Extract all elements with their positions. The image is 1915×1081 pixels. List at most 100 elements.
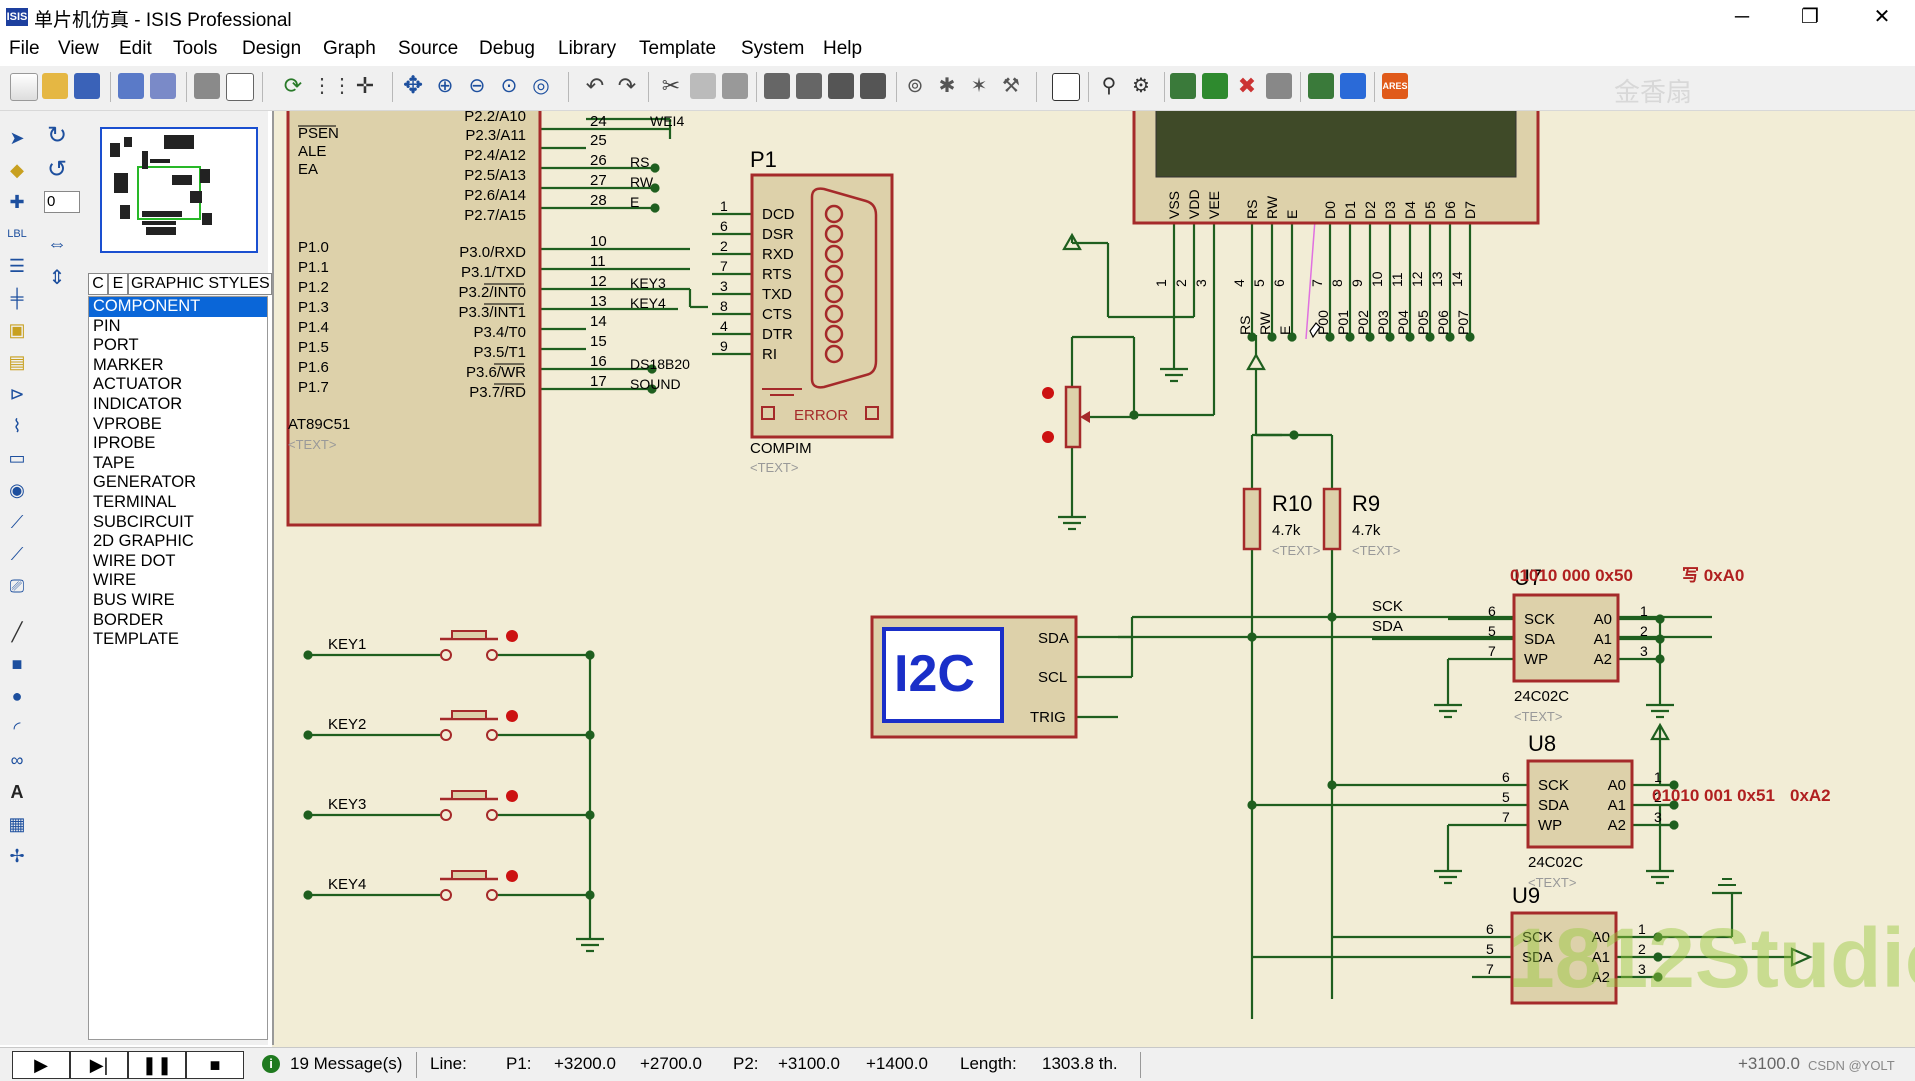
mirror-y-icon[interactable]: ⇕ bbox=[48, 267, 66, 289]
object-list-item[interactable]: TAPE bbox=[93, 453, 135, 472]
bom-icon[interactable] bbox=[1308, 73, 1334, 99]
menu-library[interactable]: Library bbox=[558, 38, 617, 59]
virtual-instrument-icon[interactable]: ⎚ bbox=[9, 576, 25, 596]
wire-autorouter-icon[interactable] bbox=[1052, 73, 1080, 101]
erc-icon[interactable] bbox=[1340, 73, 1366, 99]
object-list-item[interactable]: GENERATOR bbox=[93, 473, 196, 492]
graph-icon[interactable]: ⌇ bbox=[12, 416, 22, 436]
object-list-item[interactable]: WIRE DOT bbox=[93, 551, 176, 570]
play-button[interactable]: ▶ bbox=[12, 1051, 70, 1079]
message-count[interactable]: 19 Message(s) bbox=[290, 1054, 403, 1073]
step-button[interactable]: ▶| bbox=[70, 1051, 128, 1079]
menu-edit[interactable]: Edit bbox=[119, 38, 152, 59]
refresh-icon[interactable]: ⟳ bbox=[283, 73, 303, 98]
close-button[interactable]: ✕ bbox=[1873, 6, 1891, 28]
object-list-item[interactable]: INDICATOR bbox=[93, 394, 183, 413]
bus-icon[interactable]: ╪ bbox=[10, 288, 24, 308]
junction-icon[interactable]: ✚ bbox=[9, 192, 25, 212]
object-list-item[interactable]: 2D GRAPHIC bbox=[93, 532, 194, 551]
open-icon[interactable] bbox=[42, 73, 68, 99]
pin-icon[interactable]: ⊳ bbox=[9, 384, 25, 404]
object-list-item[interactable]: PORT bbox=[93, 336, 139, 355]
export-icon[interactable] bbox=[150, 73, 176, 99]
make-device-icon[interactable]: ✱ bbox=[938, 75, 956, 97]
remove-sheet-icon[interactable]: ✖ bbox=[1237, 73, 1257, 98]
symbol-icon[interactable]: ▦ bbox=[8, 814, 26, 834]
minimize-button[interactable]: ─ bbox=[1734, 6, 1750, 28]
menu-template[interactable]: Template bbox=[639, 38, 717, 59]
rotation-angle-field[interactable]: 0 bbox=[44, 191, 80, 213]
object-list-item[interactable]: BORDER bbox=[93, 610, 164, 629]
text-icon[interactable]: A bbox=[10, 782, 24, 802]
tape-icon[interactable]: ▭ bbox=[8, 448, 26, 468]
object-list-item[interactable]: MARKER bbox=[93, 355, 164, 374]
block-move-icon[interactable] bbox=[796, 73, 822, 99]
property-icon[interactable]: ⚙ bbox=[1132, 75, 1150, 97]
circle-icon[interactable]: ● bbox=[11, 686, 23, 706]
wire-label-icon[interactable]: LBL bbox=[7, 228, 27, 240]
menu-system[interactable]: System bbox=[741, 38, 805, 59]
generator-icon[interactable]: ◉ bbox=[9, 480, 25, 500]
new-sheet-icon[interactable] bbox=[1202, 73, 1228, 99]
subcircuit-icon[interactable]: ▣ bbox=[8, 320, 26, 340]
text-script-icon[interactable]: ☰ bbox=[8, 256, 26, 276]
voltage-probe-icon[interactable]: ⟋ bbox=[10, 512, 24, 532]
menu-design[interactable]: Design bbox=[242, 38, 302, 59]
rotate-cw-icon[interactable]: ↻ bbox=[46, 122, 68, 149]
menu-help[interactable]: Help bbox=[823, 38, 863, 59]
menu-file[interactable]: File bbox=[9, 38, 40, 59]
pause-button[interactable]: ❚❚ bbox=[128, 1051, 186, 1079]
area-icon[interactable] bbox=[226, 73, 254, 101]
component-icon[interactable]: ◆ bbox=[10, 160, 24, 180]
object-list-item[interactable]: ACTUATOR bbox=[93, 375, 183, 394]
search-icon[interactable]: ⚲ bbox=[1101, 75, 1117, 97]
arc-icon[interactable]: ◜ bbox=[13, 718, 21, 738]
tab-edit[interactable]: E bbox=[108, 273, 128, 295]
undo-icon[interactable]: ↶ bbox=[585, 73, 605, 98]
marker-icon[interactable]: ✢ bbox=[9, 846, 25, 866]
import-icon[interactable] bbox=[118, 73, 144, 99]
selection-icon[interactable]: ➤ bbox=[9, 128, 25, 148]
object-list-item[interactable]: PIN bbox=[93, 316, 121, 335]
save-icon[interactable] bbox=[74, 73, 100, 99]
object-list-item[interactable]: VPROBE bbox=[93, 414, 162, 433]
zoom-all-icon[interactable]: ⊙ bbox=[500, 75, 518, 97]
maximize-button[interactable]: ❐ bbox=[1801, 6, 1819, 28]
netlist-icon[interactable] bbox=[1170, 73, 1196, 99]
menu-tools[interactable]: Tools bbox=[173, 38, 218, 59]
stop-button[interactable]: ■ bbox=[186, 1051, 244, 1079]
rotate-ccw-icon[interactable]: ↺ bbox=[46, 156, 68, 183]
block-copy-icon[interactable] bbox=[764, 73, 790, 99]
line-icon[interactable]: ╱ bbox=[11, 622, 23, 642]
block-rotate-icon[interactable] bbox=[828, 73, 854, 99]
overview-window[interactable] bbox=[100, 127, 258, 253]
zoom-area-icon[interactable]: ◎ bbox=[532, 75, 550, 97]
path-icon[interactable]: ∞ bbox=[10, 750, 24, 770]
origin-icon[interactable]: ✛ bbox=[355, 73, 375, 98]
mirror-x-icon[interactable]: ⇔ bbox=[47, 233, 67, 255]
object-list-item[interactable]: COMPONENT bbox=[89, 297, 267, 317]
menu-view[interactable]: View bbox=[58, 38, 99, 59]
packaging-icon[interactable]: ✶ bbox=[970, 75, 988, 97]
zoom-out-icon[interactable]: ⊖ bbox=[468, 75, 486, 97]
menu-debug[interactable]: Debug bbox=[479, 38, 535, 59]
redo-icon[interactable]: ↷ bbox=[617, 73, 637, 98]
object-list-item[interactable]: SUBCIRCUIT bbox=[93, 512, 194, 531]
decompose-icon[interactable]: ⚒ bbox=[1002, 75, 1020, 97]
copy-icon[interactable] bbox=[690, 73, 716, 99]
zoom-in-icon[interactable]: ⊕ bbox=[436, 75, 454, 97]
terminal-icon[interactable]: ▤ bbox=[8, 352, 26, 372]
current-probe-icon[interactable]: ⟋ bbox=[10, 544, 24, 564]
cut-icon[interactable]: ✂ bbox=[661, 73, 681, 98]
object-list-item[interactable]: TEMPLATE bbox=[93, 630, 179, 649]
menu-source[interactable]: Source bbox=[398, 38, 459, 59]
block-delete-icon[interactable] bbox=[860, 73, 886, 99]
ares-icon[interactable]: ARES bbox=[1382, 73, 1408, 99]
object-list-item[interactable]: TERMINAL bbox=[93, 492, 177, 511]
pan-icon[interactable]: ✥ bbox=[402, 72, 424, 99]
grid-icon[interactable]: ⋮⋮ bbox=[312, 75, 352, 97]
pick-icon[interactable]: ⊚ bbox=[906, 75, 924, 97]
tab-components[interactable]: C bbox=[88, 273, 108, 295]
